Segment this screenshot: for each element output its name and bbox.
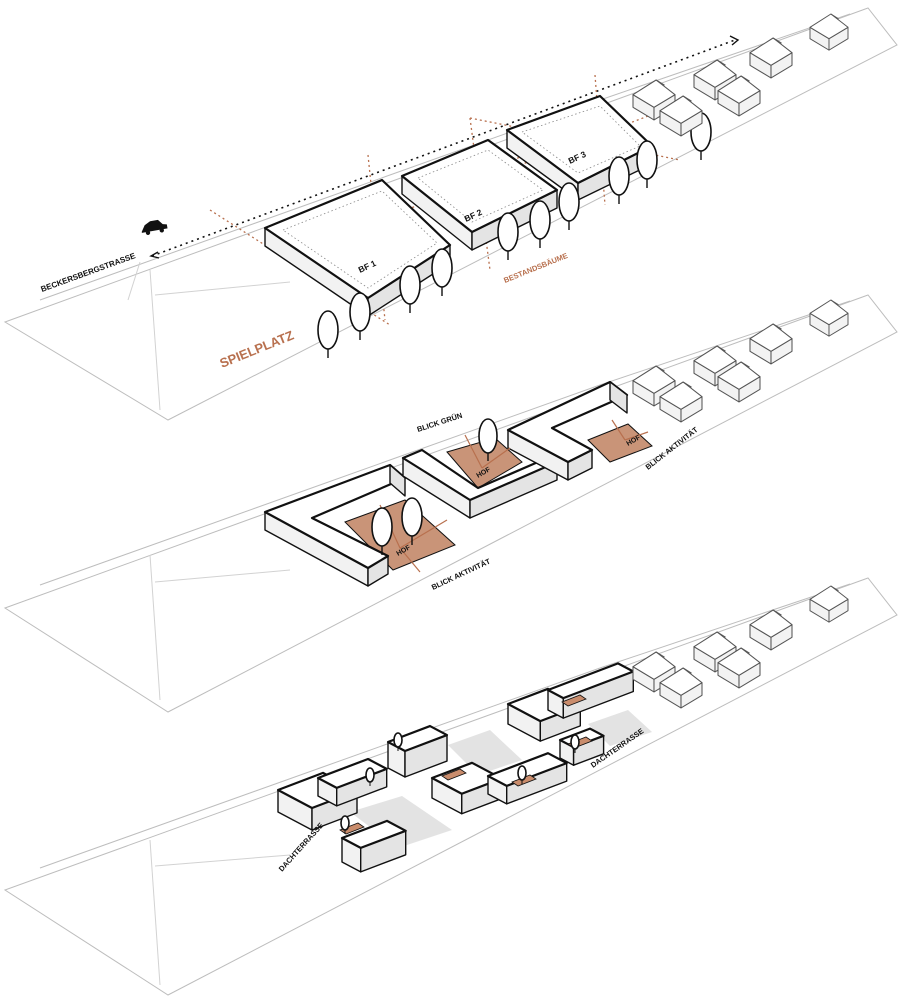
panel-3-footpath <box>154 854 291 867</box>
house-icon <box>809 585 849 623</box>
tree-icon <box>371 507 393 555</box>
house-icon <box>749 37 793 79</box>
neighbour-houses <box>632 299 849 423</box>
tree-icon <box>317 310 339 358</box>
house-icon <box>632 651 676 693</box>
house-icon <box>659 667 703 709</box>
panel-3-roof-terraces: DACHTERRASSE DACHTERRASSE <box>3 577 898 996</box>
house-icon <box>749 323 793 365</box>
roof-terrace <box>339 822 365 835</box>
building-volume <box>486 752 568 805</box>
panel-1-site-analysis: BF 1 BF 2 BF 3 BECKERSBERGSTRASSE BESTAN… <box>3 7 898 421</box>
tree-icon <box>497 212 519 260</box>
tree-icon <box>399 265 421 313</box>
building-volume <box>386 724 449 778</box>
building-cluster <box>276 662 635 873</box>
building-volume <box>340 819 407 873</box>
tree-icon <box>517 765 527 784</box>
panel-1-footpath <box>127 261 141 301</box>
existing-trees <box>317 112 712 358</box>
courtyard-3 <box>587 423 653 463</box>
tree-icon <box>608 156 630 204</box>
building-u1 <box>263 463 407 587</box>
panel-1-plot-inner-edge <box>39 13 851 301</box>
car-icon <box>141 219 168 235</box>
tree-icon <box>393 732 403 751</box>
tree-icon <box>478 418 498 461</box>
house-icon <box>717 75 761 117</box>
neighbour-houses <box>632 585 849 709</box>
house-icon <box>659 381 703 423</box>
panel-1-footpath <box>149 269 161 411</box>
tree-icon <box>636 140 658 188</box>
arrow-right-icon <box>729 35 740 46</box>
tree-icon <box>340 815 350 834</box>
house-icon <box>717 647 761 689</box>
house-icon <box>809 299 849 337</box>
house-icon <box>749 609 793 651</box>
open-space <box>448 730 522 775</box>
tree-icon <box>558 182 580 230</box>
panel-2-plot-inner-edge <box>39 300 851 586</box>
panel-3-plot-inner-edge <box>39 583 851 869</box>
existing-trees-label: BESTANDSBÄUME <box>502 251 569 285</box>
neighbour-houses <box>632 13 849 137</box>
tree-icon <box>365 767 375 786</box>
panel-1-footpath <box>154 281 291 296</box>
house-icon <box>659 95 703 137</box>
tree-icon <box>401 497 423 545</box>
roof-terrace <box>441 768 467 781</box>
arrow-left-icon <box>149 251 160 259</box>
view-green-label: BLICK GRÜN <box>416 411 464 434</box>
building-volume <box>546 662 635 719</box>
house-icon <box>632 365 676 407</box>
street-axis <box>151 39 736 257</box>
panel-2-footpath <box>154 569 291 583</box>
open-space <box>350 796 452 848</box>
tree-icon <box>431 248 453 296</box>
house-icon <box>717 361 761 403</box>
tree-icon <box>529 200 551 248</box>
building-u3 <box>506 380 629 481</box>
roof-terrace <box>561 694 587 707</box>
tree-icon <box>570 734 580 753</box>
panel-2-footpath <box>149 554 161 701</box>
house-icon <box>809 13 849 51</box>
tree-icon <box>349 292 371 340</box>
panel-3-footpath <box>149 839 161 986</box>
